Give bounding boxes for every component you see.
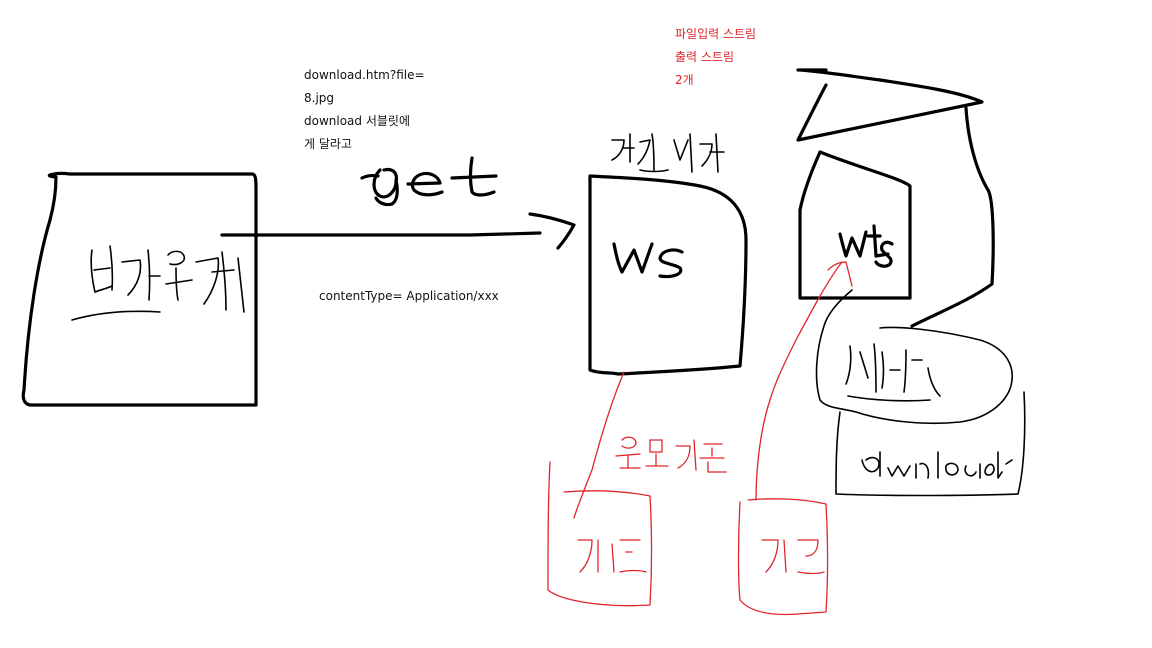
servlet-bubble bbox=[815, 289, 1013, 425]
request-note-line: 게 달라고 bbox=[304, 137, 352, 151]
request-note-line: download.htm?file= bbox=[304, 68, 425, 82]
stream-note: 파일입력 스트림 출력 스트림 2개 bbox=[675, 23, 756, 92]
ws-label-scribble bbox=[612, 242, 684, 279]
pass-label-scribble bbox=[615, 436, 727, 473]
stream-note-line: 출력 스트림 bbox=[675, 50, 735, 64]
browser-box bbox=[21, 171, 258, 407]
stream-note-line: 파일입력 스트림 bbox=[675, 27, 757, 41]
request-note-line: download 서블릿에 bbox=[304, 114, 411, 128]
was-return-arrow bbox=[827, 261, 853, 287]
card2-path bbox=[737, 261, 843, 616]
get-scribble bbox=[360, 156, 498, 207]
content-type-note: contentType= Application/xxx bbox=[319, 289, 499, 303]
request-arrow bbox=[220, 212, 576, 250]
stream-note-line: 2개 bbox=[675, 73, 694, 87]
was-label-scribble bbox=[838, 224, 894, 268]
card1-path bbox=[547, 371, 653, 607]
download-box bbox=[835, 391, 1026, 497]
was-box bbox=[796, 68, 995, 328]
ws-box bbox=[588, 174, 748, 376]
webserver-label-scribble bbox=[611, 133, 725, 173]
request-note-line: 8.jpg bbox=[304, 91, 335, 105]
request-note: download.htm?file= 8.jpg download 서블릿에 게… bbox=[304, 64, 425, 156]
browser-label-scribble bbox=[71, 245, 245, 321]
